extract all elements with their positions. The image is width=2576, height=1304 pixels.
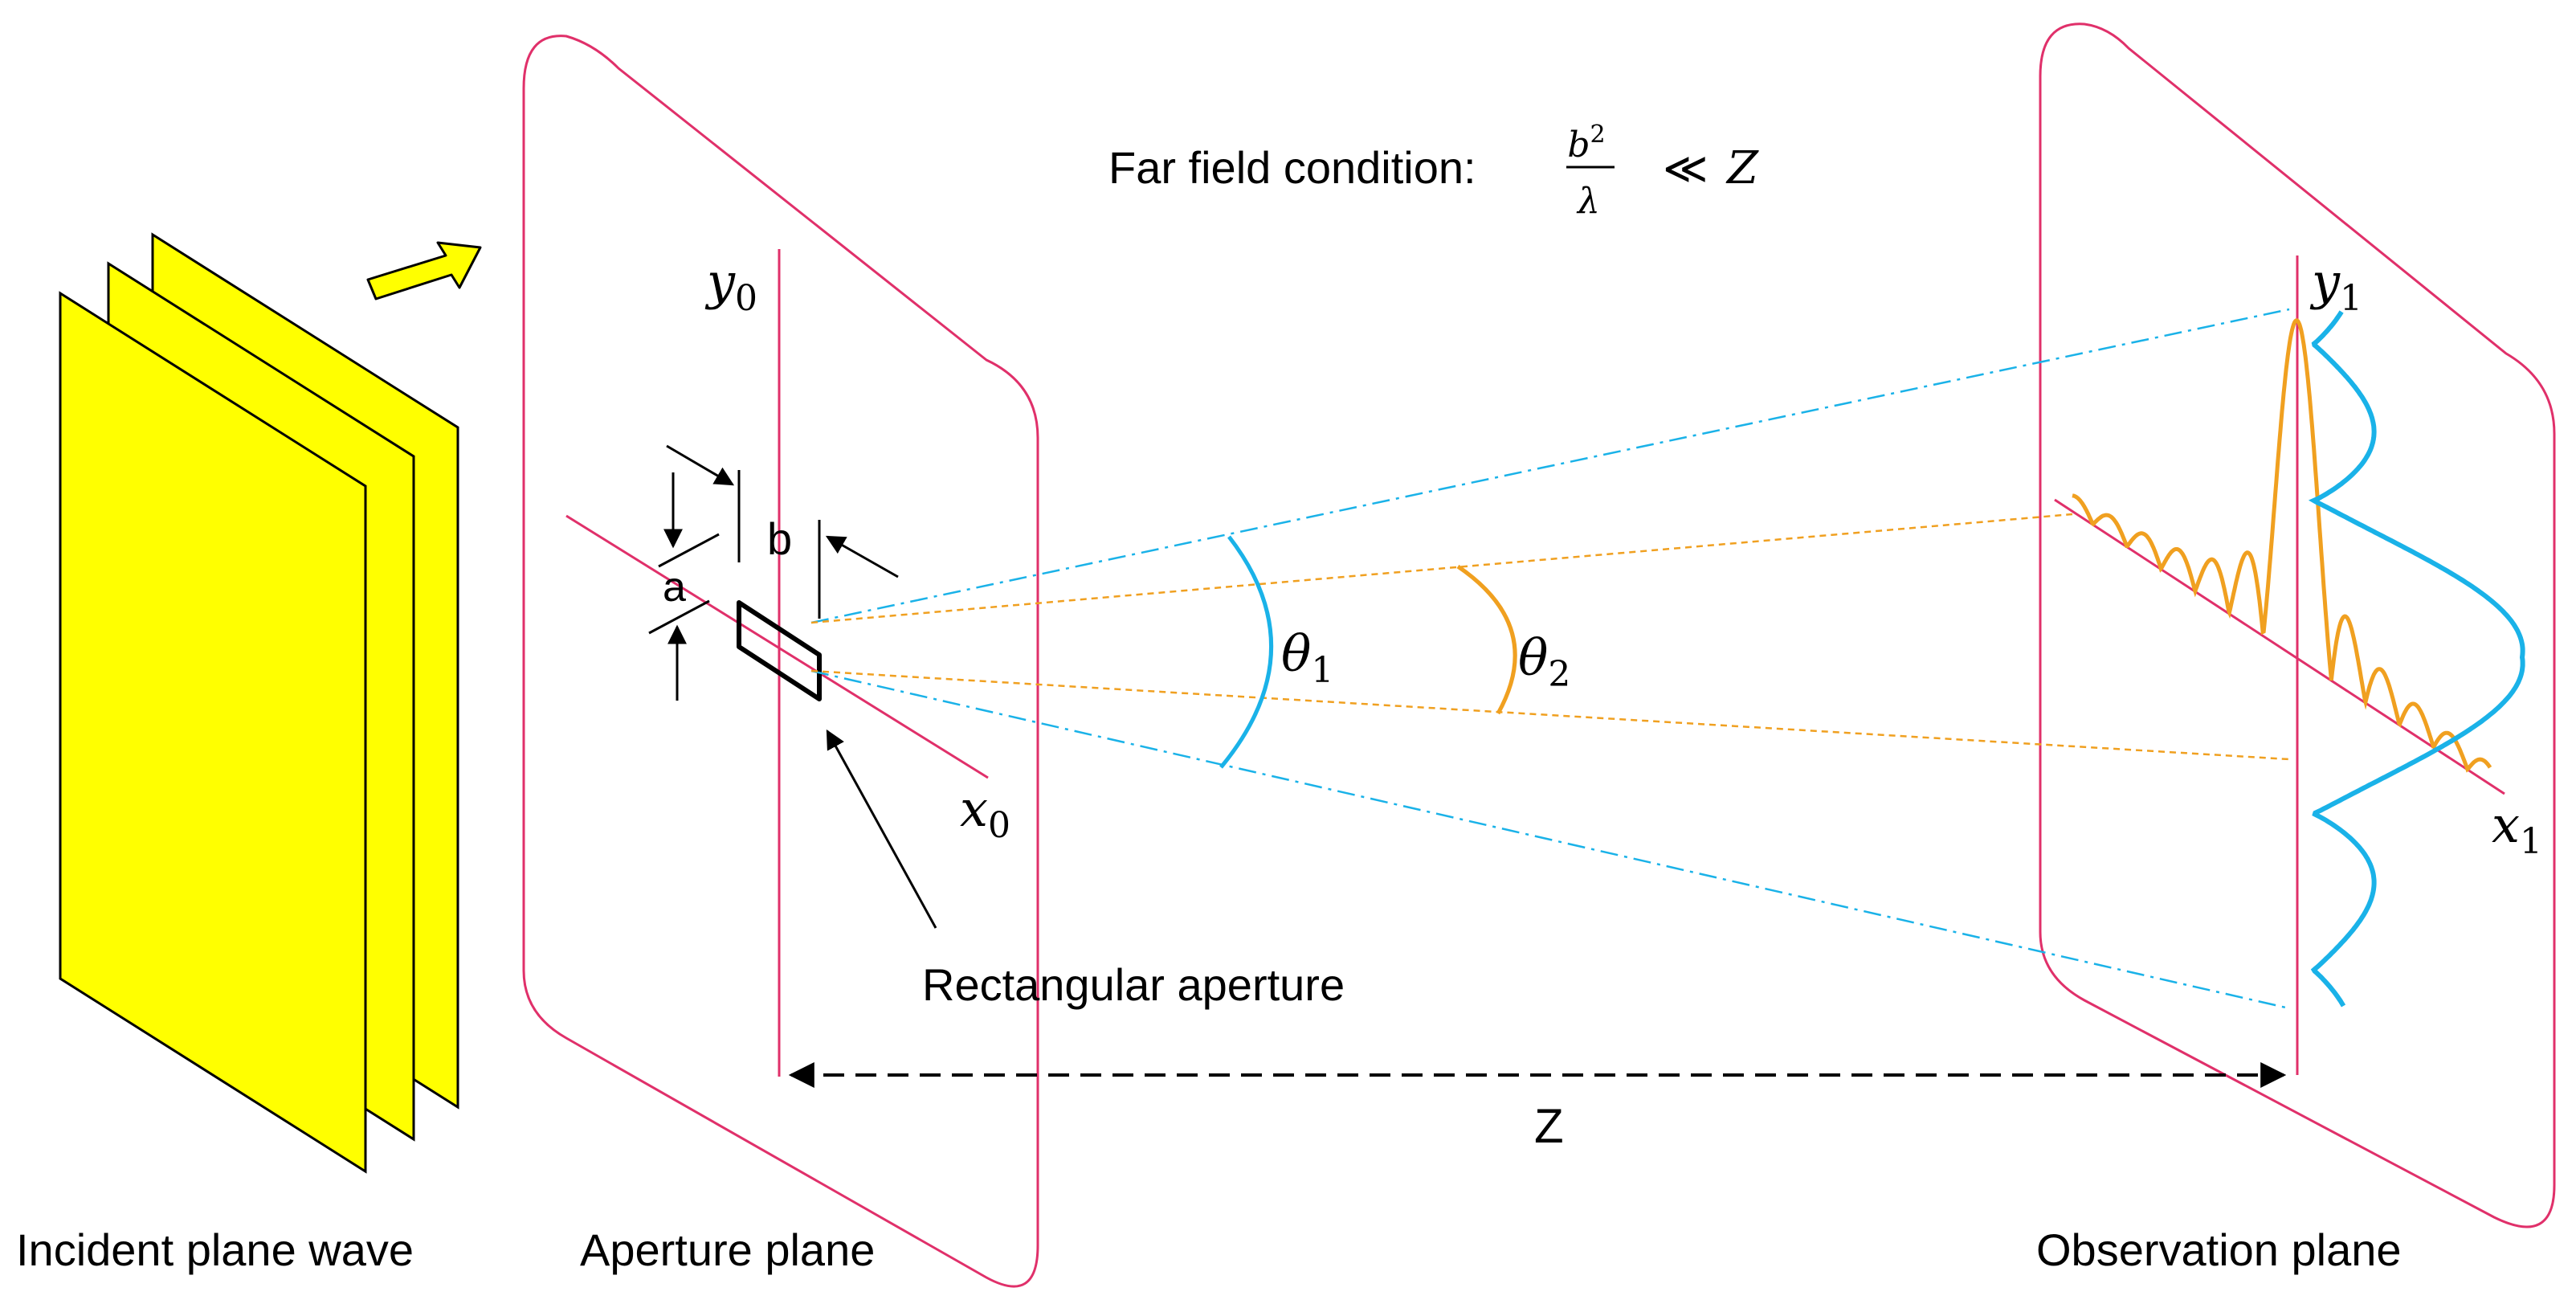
fraction-numerator-base: b [1567, 125, 1590, 166]
ray-b-upper [810, 308, 2290, 624]
incident-plane-wave [59, 232, 459, 1174]
y1-label: y1 [2309, 252, 2362, 319]
wave-sheet-front [59, 291, 367, 1174]
side-b-label: b [767, 513, 792, 564]
rays-a [810, 513, 2290, 761]
rectangular-aperture-label: Rectangular aperture [922, 959, 1345, 1010]
observation-plane-label: Observation plane [2036, 1224, 2402, 1275]
x1-axis [2054, 498, 2505, 795]
dimension-b [666, 444, 899, 619]
far-field-fraction: b2 λ ≪ Z [1566, 121, 1759, 222]
aperture-pointer [826, 729, 937, 929]
dimension-a [648, 472, 720, 701]
aperture-plane-label: Aperture plane [580, 1224, 875, 1275]
rectangular-aperture [737, 600, 822, 701]
x0-axis [565, 514, 989, 779]
far-field-condition: Far field condition: [1108, 142, 1476, 193]
far-field-relation: ≪ [1663, 145, 1708, 193]
ray-a-upper [810, 513, 2073, 624]
diffraction-pattern-a [2072, 318, 2492, 773]
theta1-label: θ1 [1281, 624, 1333, 691]
aperture-plane [522, 35, 1039, 1288]
rays-b [810, 308, 2290, 1010]
side-a-label: a [663, 564, 686, 611]
y0-label: y0 [704, 252, 757, 319]
fraction-denominator: λ [1576, 181, 1600, 222]
propagation-arrow [366, 241, 482, 300]
theta2-label: θ2 [1518, 628, 1570, 695]
ray-b-lower [810, 669, 2290, 1010]
x0-label: x0 [960, 779, 1010, 846]
diffraction-pattern-b [2308, 310, 2525, 1008]
far-field-prefix: Far field condition: [1108, 142, 1476, 193]
observation-plane [2039, 22, 2556, 1228]
theta2-arc [1456, 564, 1517, 715]
fraction-numerator-exp: 2 [1590, 121, 1606, 149]
incident-plane-wave-label: Incident plane wave [16, 1224, 414, 1275]
distance-z-label: Z [1534, 1099, 1564, 1153]
far-field-rhs: Z [1725, 142, 1759, 194]
svg-text:b2: b2 [1567, 121, 1605, 166]
x1-label: x1 [2492, 795, 2542, 862]
theta1-arc [1219, 535, 1274, 769]
